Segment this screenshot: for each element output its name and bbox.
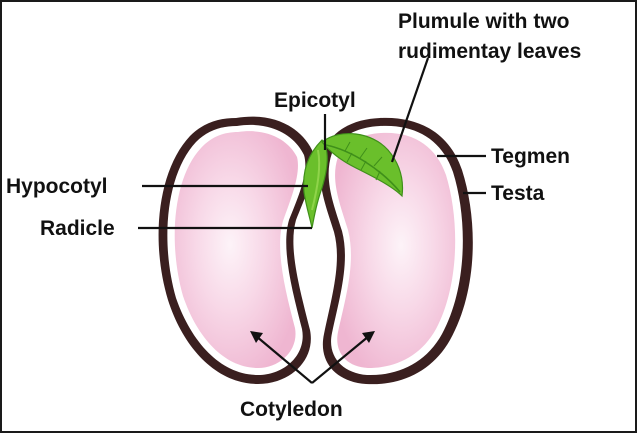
label-cotyledon: Cotyledon [240,398,343,421]
label-radicle: Radicle [40,217,115,240]
left-cotyledon [174,131,298,368]
plumule-leader [390,57,430,163]
label-plumule-line1: Plumule with two [398,10,570,33]
leaf-veins [344,141,383,181]
label-hypocotyl: Hypocotyl [6,175,108,198]
label-tegmen: Tegmen [491,145,570,168]
cotyledon-arrow-left [255,335,313,384]
plumule-leaf-vein [325,144,401,193]
label-epicotyl: Epicotyl [274,89,356,112]
label-plumule-line2: rudimentay leaves [398,40,581,63]
cotyledon-arrowhead-left [250,331,263,343]
cotyledon-arrow-right [311,335,370,384]
epicotyl-stem [311,149,321,211]
cotyledon-arrowhead-right [362,331,375,343]
label-testa: Testa [491,182,545,205]
right-cotyledon [335,132,456,368]
